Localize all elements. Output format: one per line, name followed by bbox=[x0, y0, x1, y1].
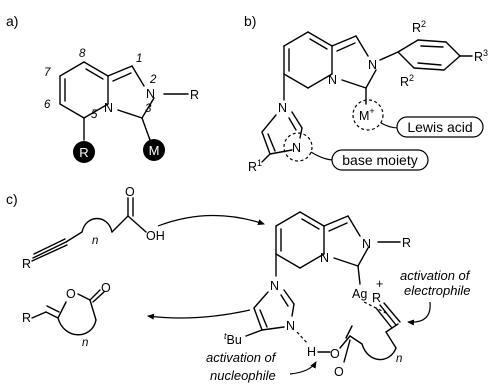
reactant-r: R bbox=[22, 257, 31, 271]
complex-n-bridge: N bbox=[320, 251, 329, 265]
panel-a-r-substituent: R bbox=[190, 88, 199, 102]
panel-b-pyridine-ring bbox=[283, 31, 333, 89]
arrow-nucleophile bbox=[289, 361, 317, 375]
base-site-circle bbox=[283, 132, 313, 162]
lewis-acid-site-circle bbox=[352, 99, 384, 131]
complex-imidazole-n: N bbox=[270, 279, 279, 293]
complex-ag: Ag bbox=[352, 287, 367, 301]
arrow-to-complex bbox=[157, 214, 265, 227]
panel-a-imidazoline-ring bbox=[107, 65, 189, 119]
alkynoic-acid: R O OH n bbox=[22, 185, 165, 271]
ring-number-1: 1 bbox=[136, 53, 142, 65]
silver-complex: N R N Ag + N tBu N H O bbox=[224, 211, 411, 379]
m-disc-label: M bbox=[149, 143, 160, 158]
complex-tbu: tBu bbox=[224, 331, 242, 347]
ring-number-3: 3 bbox=[145, 103, 152, 115]
r2-top: R2 bbox=[412, 19, 426, 35]
complex-pyridine-ring bbox=[275, 211, 325, 269]
panel-a-n-atom: N bbox=[146, 87, 155, 101]
r1: R1 bbox=[248, 158, 262, 174]
complex-imidazole-ring bbox=[245, 289, 295, 337]
act-nucleophile-line2: nucleophile bbox=[210, 368, 276, 383]
complex-nh-n: N bbox=[286, 319, 295, 333]
imidazole-n3: N bbox=[292, 141, 301, 155]
imidazole-n1: N bbox=[278, 101, 287, 115]
ring-number-8: 8 bbox=[79, 48, 86, 60]
product-ring-o: O bbox=[66, 287, 76, 301]
panel-c-label: c) bbox=[6, 191, 18, 207]
panel-a-pyridine-ring bbox=[59, 61, 109, 119]
panel-a-label: a) bbox=[6, 13, 18, 29]
panel-b-imidazoline-ring bbox=[331, 35, 377, 89]
lewis-acid-label: Lewis acid bbox=[407, 119, 472, 135]
panel-b-n-atom: N bbox=[368, 58, 377, 72]
complex-n-atom: N bbox=[362, 237, 371, 251]
panel-b-label: b) bbox=[244, 13, 256, 29]
r2-bottom: R2 bbox=[400, 73, 414, 89]
act-electrophile-line2: electrophile bbox=[404, 283, 471, 298]
complex-h: H bbox=[307, 345, 316, 359]
r-disc-label: R bbox=[79, 145, 88, 160]
complex-n-subscript: n bbox=[396, 353, 402, 365]
panel-b-aryl-ring bbox=[379, 39, 473, 71]
complex-acid-o: O bbox=[330, 347, 340, 361]
product-r: R bbox=[22, 311, 31, 325]
base-moiety-label: base moiety bbox=[342, 152, 417, 168]
r-disc bbox=[73, 141, 95, 163]
m-disc bbox=[143, 139, 165, 161]
base-moiety-box bbox=[331, 149, 429, 171]
reactant-n: n bbox=[92, 235, 98, 247]
arrow-to-product bbox=[147, 309, 251, 320]
arrow-electrophile bbox=[407, 301, 431, 326]
ring-number-2: 2 bbox=[149, 74, 157, 86]
enol-lactone: R O O n bbox=[22, 281, 111, 349]
panel-c: c) R O OH n R O bbox=[6, 185, 471, 383]
panel-a: a) N N R 8 1 7 2 6 bbox=[6, 13, 199, 163]
ring-number-7: 7 bbox=[44, 67, 51, 79]
panel-b: b) N N bbox=[244, 13, 488, 174]
complex-ag-charge: + bbox=[376, 277, 383, 291]
reactant-oh: OH bbox=[146, 229, 165, 243]
reactant-carbonyl-o: O bbox=[125, 185, 135, 199]
lewis-acid-box bbox=[396, 116, 484, 138]
panel-b-n-bridge: N bbox=[328, 73, 337, 87]
act-electrophile-line1: activation of bbox=[400, 268, 471, 283]
metal-m-plus: M+ bbox=[359, 106, 375, 123]
ring-number-5: 5 bbox=[91, 109, 98, 121]
h-bond bbox=[296, 331, 309, 345]
ag-alkyne-interaction bbox=[363, 301, 389, 315]
panel-b-imidazole-ring bbox=[261, 111, 303, 163]
product-carbonyl-o: O bbox=[101, 281, 111, 295]
complex-r: R bbox=[402, 236, 411, 250]
act-nucleophile-line1: activation of bbox=[206, 350, 277, 365]
ring-number-6: 6 bbox=[44, 99, 51, 111]
panel-a-n-bridge: N bbox=[104, 101, 113, 115]
complex-imidazoline-ring bbox=[323, 215, 401, 285]
complex-alkyne-r: R bbox=[372, 291, 381, 305]
r3: R3 bbox=[474, 48, 488, 64]
complex-acid-o2: O bbox=[334, 365, 344, 379]
product-n: n bbox=[82, 337, 88, 349]
